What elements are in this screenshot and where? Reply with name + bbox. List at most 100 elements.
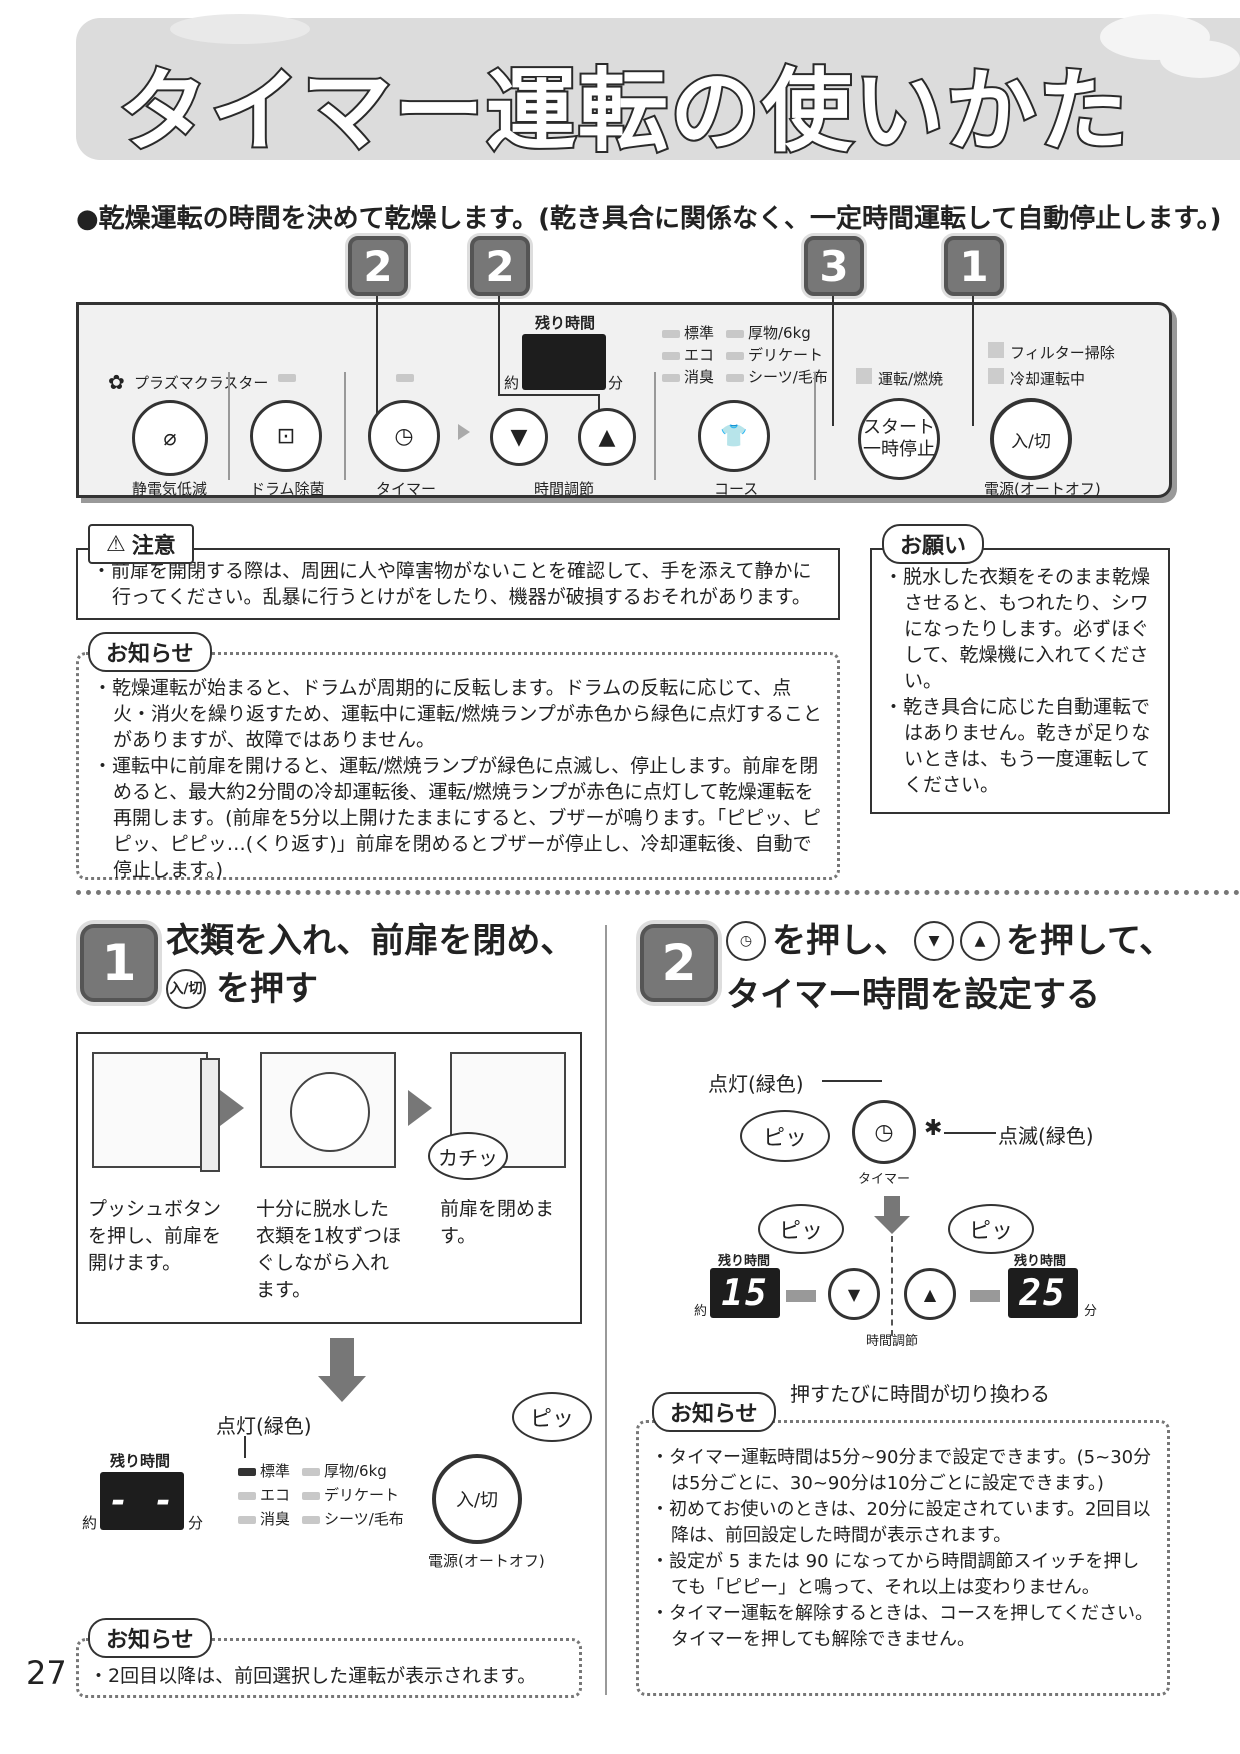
course-label: シーツ/毛布 [748,368,828,386]
time-adjust-label: 時間調節 [534,480,595,498]
course-label: 標準 [260,1462,291,1480]
arrow-right-icon [458,424,470,440]
lit-label: 点灯(緑色) [216,1414,312,1438]
time-up-button[interactable]: ▲ [578,408,636,466]
step2-notice-item: タイマー運転時間は5分~90分まで設定できます。(5~30分は5分ごとに、30~… [651,1445,1155,1497]
request-item: 脱水した衣類をそのまま乾燥させると、もつれたり、シワになったりします。必ずほぐし… [884,564,1156,694]
step1-notice-title: お知らせ [88,1618,212,1658]
shirt-icon: 👕 [720,423,748,449]
course-button[interactable]: 👕 [698,400,770,472]
leader-line [822,1080,882,1082]
intro-text: ●乾燥運転の時間を決めて乾燥します。(乾き具合に関係なく、一定時間運転して自動停… [76,204,1222,234]
triangle-up-icon: ▲ [598,424,616,450]
lit-label: 点灯(緑色) [708,1072,804,1096]
static-reduce-button[interactable]: ⌀ [132,400,208,476]
step1-caption: プッシュボタンを押し、前扉を開けます。 [88,1198,222,1274]
power-button-illustration: 入/切 [432,1454,522,1544]
beep-bubble: ピッ [758,1204,844,1254]
course-label: エコ [260,1486,291,1504]
step1-notice-box: 2回目以降は、前回選択した運転が表示されます。 [76,1638,582,1698]
step2-notice-box: タイマー運転時間は5分~90分まで設定できます。(5~30分は5分ごとに、30~… [636,1420,1170,1696]
caution-text: 前扉を開閉する際は、周囲に人や障害物がないことを確認して、手を添えて静かに行って… [92,558,824,610]
panel-divider [814,372,816,480]
remaining-time-label: 残り時間 [535,314,596,332]
course-label: 消臭 [684,368,715,386]
course-label: シーツ/毛布 [324,1510,404,1528]
course-label: 厚物/6kg [324,1462,387,1480]
minute-label: 分 [608,374,624,392]
section-divider [76,890,1240,895]
course-label: デリケート [748,346,824,364]
time-adjust-label: 時間調節 [866,1334,919,1349]
display-25: 25 [1008,1268,1078,1318]
switch-caption: 押すたびに時間が切り換わる [790,1382,1050,1406]
beep-bubble: ピッ [512,1392,592,1442]
course-lamp [302,1492,320,1500]
course-lamp [662,374,680,382]
notice-item: 乾燥運転が始まると、ドラムが周期的に反転します。ドラムの反転に応じて、点火・消火… [93,675,823,753]
clock-icon: ◷ [874,1119,894,1145]
timer-button[interactable]: ◷ [368,400,440,472]
arrow-down-icon [330,1338,354,1378]
leader-line [598,394,600,420]
click-sound-bubble: カチッ [428,1132,508,1180]
course-label-btn: コース [714,480,759,498]
start-pause-button[interactable]: スタート 一時停止 [858,398,940,480]
step-badge-adjust: 2 [470,236,530,296]
step-badge-timer: 2 [348,236,408,296]
power-text: 入/切 [1011,431,1051,452]
time-down-button[interactable]: ▼ [490,408,548,466]
notice-box: 乾燥運転が始まると、ドラムが周期的に反転します。ドラムの反転に応じて、点火・消火… [76,652,840,881]
approx-label: 約 [504,374,520,392]
brand-label: プラズマクラスター [134,374,269,392]
step2-title-press2: を押して、 [1006,921,1174,961]
step2-title-line2: タイマー時間を設定する [726,975,1100,1015]
course-label: 厚物/6kg [748,324,811,342]
clock-icon: ◷ [726,921,766,961]
remaining-time-label: 残り時間 [718,1254,771,1269]
remaining-time-display [522,334,606,390]
course-lamp [302,1516,320,1524]
step2-notice-item: 設定が 5 または 90 になってから時間調節スイッチを押しても「ピピー」と鳴っ… [651,1549,1155,1601]
page-title: タイマー運転の使いかた [116,57,1130,166]
panel-divider [654,372,656,480]
drum-sterilize-button[interactable]: ⊡ [250,400,322,472]
triangle-up-icon: ▲ [960,921,1000,961]
step1-title-line2: 入/切 を押す [166,966,318,1012]
arrow-right-icon [220,1090,244,1126]
minute-label: 分 [1084,1304,1098,1319]
power-label: 電源(オートオフ) [984,480,1101,498]
cooling-label: 冷却運転中 [1010,370,1086,388]
request-item: 乾き具合に応じた自動運転ではありません。乾きが足りないときは、もう一度運転してく… [884,694,1156,798]
arrow-down-icon [884,1196,900,1218]
step2-title-press: を押し、 [772,921,908,961]
leader-line [972,296,974,426]
step1-badge: 1 [80,924,158,1002]
step1-title-press: を押す [216,969,318,1009]
step1-title-line1: 衣類を入れ、前扉を閉め、 [166,921,575,961]
course-lamp-lit [238,1468,256,1476]
power-button[interactable]: 入/切 [990,398,1072,480]
leader-line [832,296,834,426]
leader-line [498,394,600,396]
drum-lamp [278,374,296,382]
triangle-down-icon: ▼ [914,921,954,961]
lightning-icon: ⌀ [163,425,177,451]
timer-lamp [396,374,414,382]
display-15: 15 [710,1268,780,1318]
arrow-right-icon [970,1290,1000,1302]
drum-sterilize-label: ドラム除菌 [250,480,325,498]
plasmacluster-icon: ✿ [108,370,125,394]
pause-text: 一時停止 [863,439,935,460]
run-lamp [856,368,872,384]
power-button-icon: 入/切 [166,969,206,1009]
step2-title-line1: ◷ を押し、 ▼ ▲ を押して、 [726,918,1173,964]
drum-illustration [290,1072,370,1152]
column-divider [605,925,607,1695]
remaining-time-label: 残り時間 [110,1452,171,1470]
blink-star-icon: ✱ [924,1116,943,1141]
blink-label: 点滅(緑色) [998,1124,1094,1148]
cloud-decoration [170,14,310,44]
beep-bubble: ピッ [948,1204,1034,1254]
caution-tag: ⚠注意 [88,524,194,564]
